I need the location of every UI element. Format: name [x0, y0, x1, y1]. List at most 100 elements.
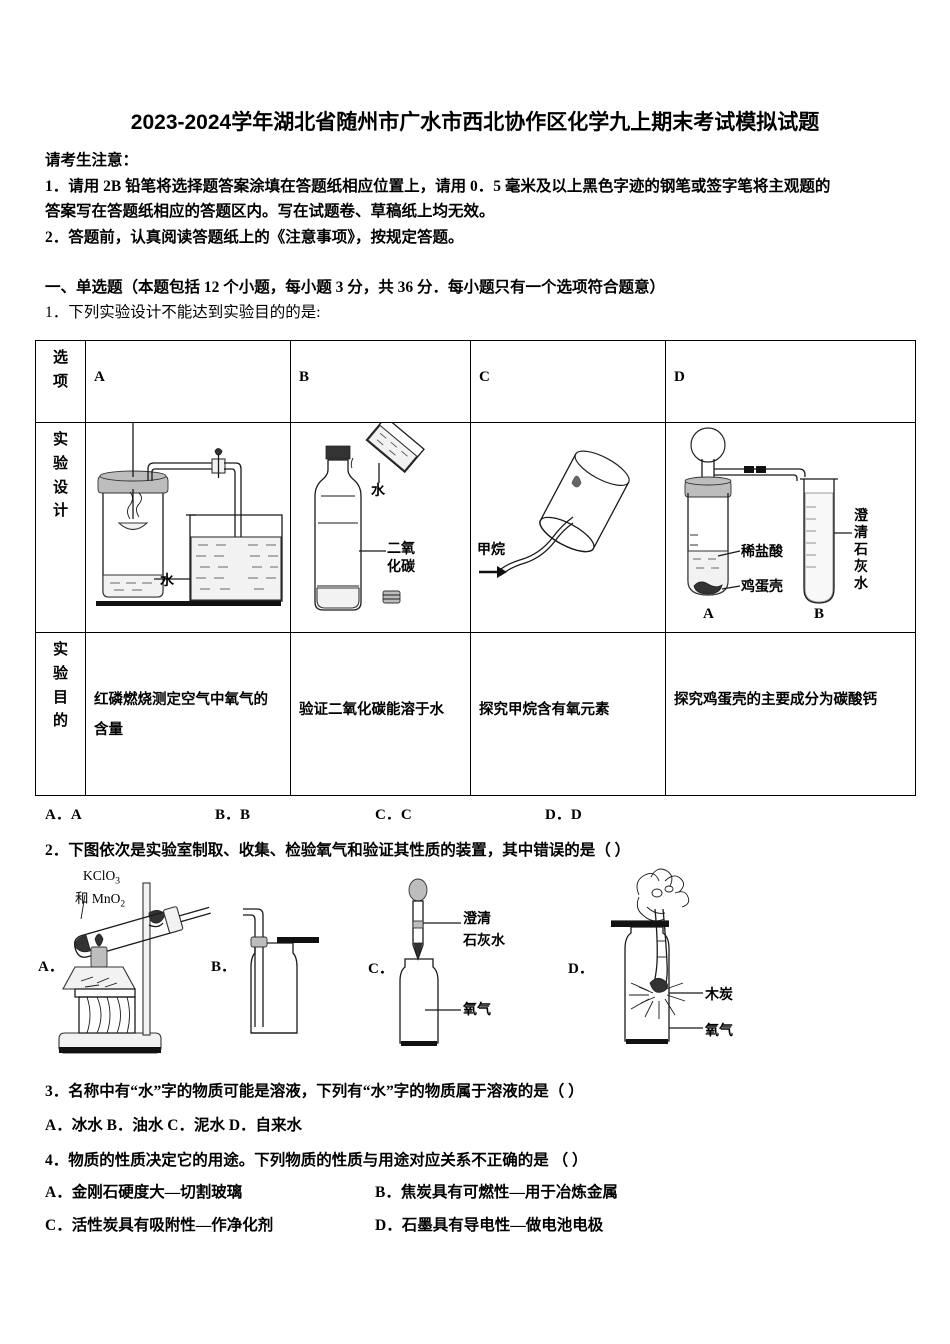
question-3-options[interactable]: A．冰水 B．油水 C．泥水 D．自来水 [45, 1117, 303, 1134]
figure-2d-label: D． [568, 961, 594, 977]
answer-option-a[interactable]: A．A [45, 807, 82, 823]
limewater-test-diagram [399, 878, 461, 1046]
label-water-a: 水 [160, 572, 174, 588]
q4-option-c[interactable]: C．活性炭具有吸附性—作净化剂 [45, 1217, 274, 1234]
label-water-b: 水 [371, 482, 385, 498]
question-2-stem: 2．下图依次是实验室制取、收集、检验氧气和验证其性质的装置，其中错误的是（ ） [45, 842, 631, 859]
notice-line-2: 答案写在答题纸相应的答题区内。写在试题卷、草稿纸上均无效。 [45, 203, 495, 220]
label-limewater-line1: 澄清 [854, 507, 868, 540]
answer-option-c[interactable]: C．C [375, 807, 412, 823]
figure-2b-label: B． [211, 959, 237, 975]
column-letter-a: A [94, 369, 105, 385]
label-char: 的 [52, 713, 68, 730]
label-char: 选 [52, 350, 68, 366]
figure-cell-b: 水 二氧 化碳 [290, 422, 471, 633]
row-label-purpose-text: 实 验 目 的 [36, 633, 85, 734]
question-3-stem: 3．名称中有“水”字的物质可能是溶液，下列有“水”字的物质属于溶液的是（ ） [45, 1083, 584, 1100]
q4-option-b[interactable]: B．焦炭具有可燃性—用于冶炼金属 [375, 1184, 618, 1201]
label-limewater-2c-line2: 石灰水 [463, 932, 505, 948]
header-cell-d: D [665, 340, 916, 423]
label-char: 实 [52, 642, 68, 658]
row-label-options-text: 选 项 [36, 341, 85, 395]
label-kclo3: KClO3 [83, 868, 121, 887]
purpose-cell-b: 验证二氧化碳能溶于水 [290, 632, 471, 796]
row-label-design-text: 实 验 设 计 [36, 423, 85, 524]
apparatus-red-phosphorus: 水 [86, 423, 290, 632]
purpose-text-b: 验证二氧化碳能溶于水 [299, 702, 444, 718]
tube-label-a: A [703, 606, 714, 622]
candidate-notice: 请考生注意： 1．请用 2B 铅笔将选择题答案涂填在答题纸相应位置上，请用 0．… [45, 148, 915, 250]
label-eggshell-d: 鸡蛋壳 [741, 578, 783, 594]
figure-2a: A． KClO3 和 MnO2 [35, 865, 250, 1070]
notice-line-1: 1．请用 2B 铅笔将选择题答案涂填在答题纸相应位置上，请用 0．5 毫米及以上… [45, 177, 831, 195]
notice-heading: 请考生注意： [45, 152, 139, 169]
column-letter-c: C [479, 369, 490, 385]
gas-collection-diagram [243, 908, 319, 1034]
section-heading: 一、单选题（本题包括 12 个小题，每小题 3 分，共 36 分．每小题只有一个… [45, 279, 666, 296]
figure-cell-a: 水 [85, 422, 291, 633]
label-co2-line1: 二氧 [387, 540, 415, 556]
question-2-figure-group: A． KClO3 和 MnO2 [35, 865, 915, 1070]
apparatus-co2-bottle: 水 二氧 化碳 [291, 423, 470, 632]
apparatus-eggshell: 稀盐酸 鸡蛋壳 澄清 石灰 水 A B [666, 423, 915, 632]
label-carbon-dioxide-b: 二氧 化碳 [387, 539, 423, 575]
charcoal-combustion-diagram [611, 868, 703, 1044]
label-limewater-2c-line1: 澄清 [463, 910, 491, 926]
question-4-options-row-2: C．活性炭具有吸附性—作净化剂 D．石墨具有导电性—做电池电极 [45, 1213, 745, 1246]
red-phosphorus-diagram [96, 423, 283, 606]
q4-option-a[interactable]: A．金刚石硬度大—切割玻璃 [45, 1184, 243, 1201]
methane-diagram [479, 450, 630, 578]
oxygen-generation-diagram [58, 882, 211, 1054]
purpose-cell-c: 探究甲烷含有氧元素 [470, 632, 666, 796]
label-char: 目 [52, 689, 68, 706]
question-4-options-row-1: A．金刚石硬度大—切割玻璃 B．焦炭具有可燃性—用于冶炼金属 [45, 1180, 745, 1213]
header-cell-b: B [290, 340, 471, 423]
apparatus-methane: 甲烷 [471, 423, 665, 632]
label-oxygen-2d: 氧气 [705, 1022, 733, 1038]
purpose-cell-a: 红磷燃烧测定空气中氧气的含量 [85, 632, 291, 796]
row-label-design: 实 验 设 计 [35, 422, 86, 633]
table-row: 选 项 A B C D [35, 340, 916, 423]
header-cell-c: C [470, 340, 666, 423]
purpose-text-a: 红磷燃烧测定空气中氧气的含量 [94, 692, 268, 738]
question-1-stem: 1．下列实验设计不能达到实验目的的是: [45, 304, 321, 321]
purpose-cell-d: 探究鸡蛋壳的主要成分为碳酸钙 [665, 632, 916, 796]
label-methane-c: 甲烷 [477, 541, 505, 557]
column-letter-d: D [674, 369, 685, 385]
label-limewater-line2: 石灰 [854, 541, 868, 574]
figure-2b: B． [203, 865, 363, 1070]
answer-option-d[interactable]: D．D [545, 807, 582, 823]
question-4-stem: 4．物质的性质决定它的用途。下列物质的性质与用途对应关系不正确的是 （ ） [45, 1152, 588, 1169]
question-4-options: A．金刚石硬度大—切割玻璃 B．焦炭具有可燃性—用于冶炼金属 C．活性炭具有吸附… [45, 1180, 745, 1246]
label-limewater-line3: 水 [854, 575, 868, 591]
header-cell-a: A [85, 340, 291, 423]
notice-line-3: 2．答题前，认真阅读答题纸上的《注意事项》，按规定答题。 [45, 228, 464, 246]
label-char: 实 [52, 432, 68, 448]
label-limewater-d: 澄清 石灰 水 [854, 507, 876, 592]
label-char: 设 [52, 479, 68, 496]
row-label-purpose: 实 验 目 的 [35, 632, 86, 796]
column-letter-b: B [299, 369, 310, 385]
tube-label-b: B [814, 606, 825, 622]
figure-2a-label: A． [38, 959, 64, 975]
figure-cell-d: 稀盐酸 鸡蛋壳 澄清 石灰 水 A B [665, 422, 916, 633]
label-dilute-hcl-d: 稀盐酸 [741, 543, 783, 559]
table-row: 实 验 设 计 [35, 422, 916, 633]
answer-option-b[interactable]: B．B [215, 807, 251, 823]
label-limewater-2c: 澄清 石灰水 [463, 907, 505, 951]
label-char: 项 [52, 373, 68, 390]
figure-cell-c: 甲烷 [470, 422, 666, 633]
label-mno2: 和 MnO2 [75, 891, 126, 910]
experiment-design-table: 选 项 A B C D 实 验 设 计 [35, 340, 916, 796]
label-co2-line2: 化碳 [387, 558, 415, 574]
q4-option-d[interactable]: D．石墨具有导电性—做电池电极 [375, 1217, 604, 1234]
eggshell-limewater-diagram [684, 427, 852, 604]
label-char: 验 [52, 665, 68, 682]
label-oxygen-2c: 氧气 [463, 1001, 491, 1017]
page-title: 2023-2024学年湖北省随州市广水市西北协作区化学九上期末考试模拟试题 [130, 111, 820, 134]
row-label-options: 选 项 [35, 340, 86, 423]
purpose-text-c: 探究甲烷含有氧元素 [479, 702, 610, 718]
figure-2c-label: C． [368, 961, 394, 977]
label-char: 计 [52, 503, 68, 520]
